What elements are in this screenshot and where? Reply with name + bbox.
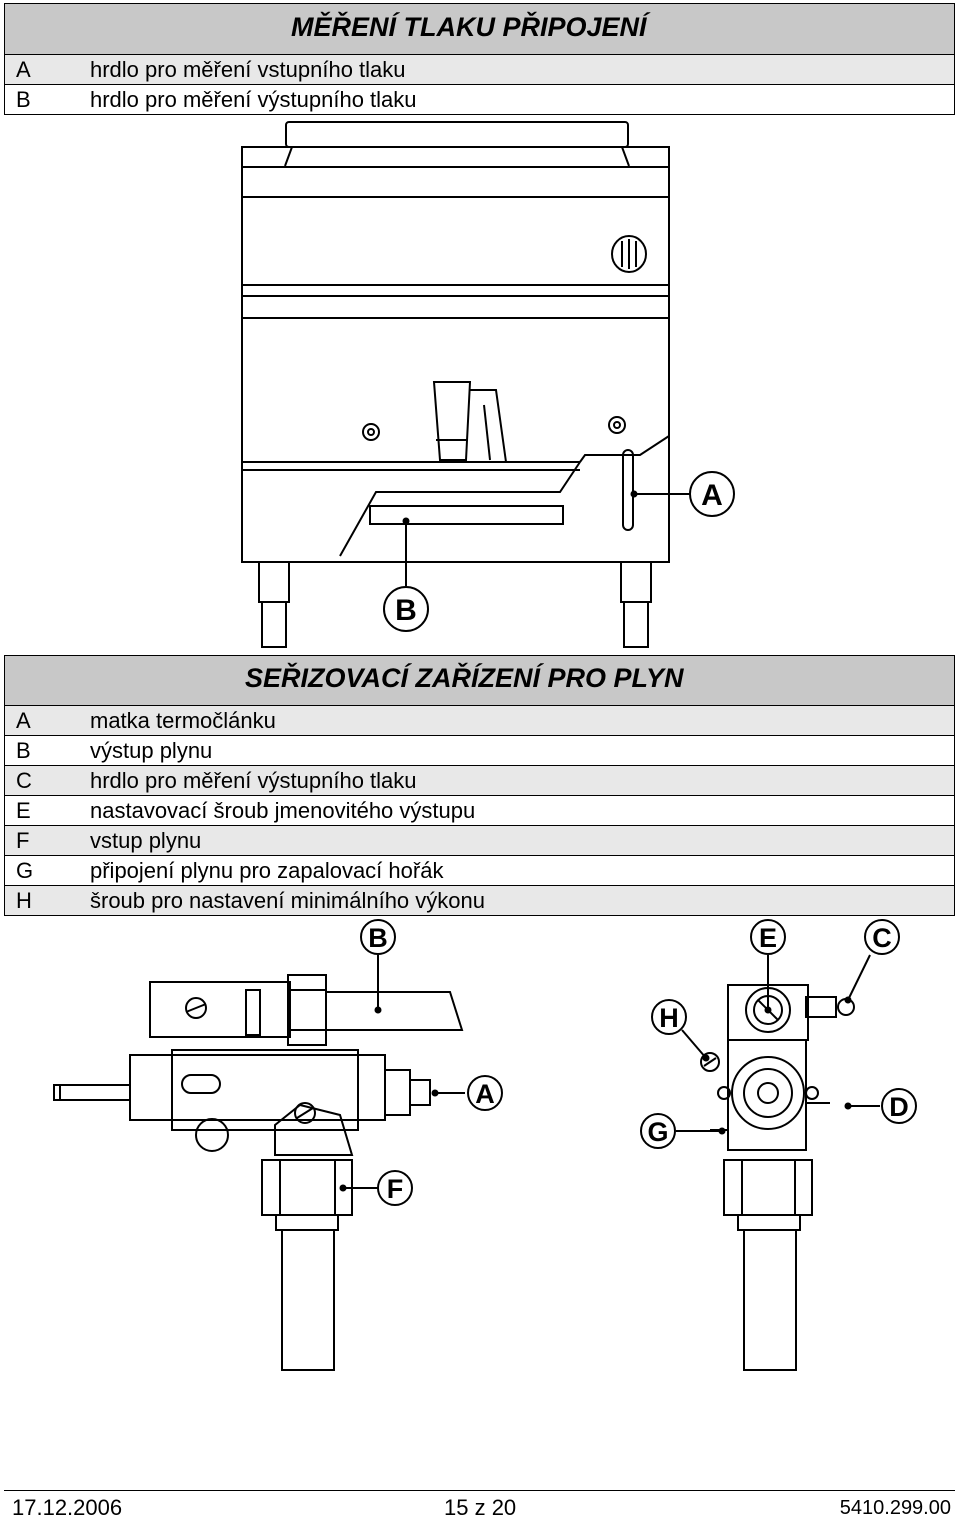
row-key: E (16, 798, 31, 823)
gas-valve-side-diagram: B A F (53, 919, 503, 1371)
table-row: G připojení plynu pro zapalovací hořák (5, 856, 954, 886)
gas-valve-front-diagram: E C H D G (640, 919, 917, 1371)
row-text: šroub pro nastavení minimálního výkonu (90, 888, 485, 913)
table-row: C hrdlo pro měření výstupního tlaku (5, 766, 954, 796)
callout-g: G (647, 1117, 668, 1147)
table-row: A matka termočlánku (5, 706, 954, 736)
row-key: B (16, 87, 31, 112)
row-text: hrdlo pro měření vstupního tlaku (90, 57, 406, 82)
row-key: F (16, 828, 30, 853)
row-key: C (16, 768, 32, 793)
footer-date: 17.12.2006 (12, 1495, 123, 1520)
page-footer: 17.12.2006 15 z 20 5410.299.00 (4, 1490, 955, 1520)
pressure-measurement-table: MĚŘENÍ TLAKU PŘIPOJENÍ A hrdlo pro měřen… (4, 3, 955, 115)
callout-b: B (368, 923, 388, 953)
gas-adjustment-table: SEŘIZOVACÍ ZAŘÍZENÍ PRO PLYN A matka ter… (4, 655, 955, 916)
footer-doc-number: 5410.299.00 (839, 1497, 951, 1519)
callout-d: D (889, 1092, 909, 1122)
table-row: F vstup plynu (5, 826, 954, 856)
table-row: H šroub pro nastavení minimálního výkonu (5, 886, 954, 915)
row-text: připojení plynu pro zapalovací hořák (90, 858, 444, 883)
callout-b: B (395, 594, 417, 627)
row-text: hrdlo pro měření výstupního tlaku (90, 768, 417, 793)
callout-e: E (759, 923, 777, 953)
table-row: B výstup plynu (5, 736, 954, 766)
row-text: matka termočlánku (90, 708, 276, 733)
table-title: MĚŘENÍ TLAKU PŘIPOJENÍ (291, 12, 647, 42)
row-text: vstup plynu (90, 828, 202, 853)
row-text: výstup plynu (90, 738, 213, 763)
footer-page-number: 15 z 20 (444, 1495, 517, 1520)
table-header: SEŘIZOVACÍ ZAŘÍZENÍ PRO PLYN (5, 656, 954, 706)
row-key: B (16, 738, 31, 763)
row-key: G (16, 858, 34, 883)
callout-a: A (475, 1079, 495, 1109)
appliance-diagram: A B (241, 121, 735, 648)
row-text: nastavovací šroub jmenovitého výstupu (90, 798, 476, 823)
callout-f: F (387, 1174, 404, 1204)
callout-a: A (701, 479, 723, 512)
row-key: A (16, 57, 31, 82)
table-title: SEŘIZOVACÍ ZAŘÍZENÍ PRO PLYN (245, 663, 684, 693)
table-row: B hrdlo pro měření výstupního tlaku (5, 85, 954, 114)
callout-c: C (872, 923, 892, 953)
row-text: hrdlo pro měření výstupního tlaku (90, 87, 417, 112)
callout-h: H (659, 1003, 679, 1033)
table-row: A hrdlo pro měření vstupního tlaku (5, 55, 954, 85)
table-row: E nastavovací šroub jmenovitého výstupu (5, 796, 954, 826)
row-key: H (16, 888, 32, 913)
row-key: A (16, 708, 31, 733)
table-header: MĚŘENÍ TLAKU PŘIPOJENÍ (5, 4, 954, 55)
